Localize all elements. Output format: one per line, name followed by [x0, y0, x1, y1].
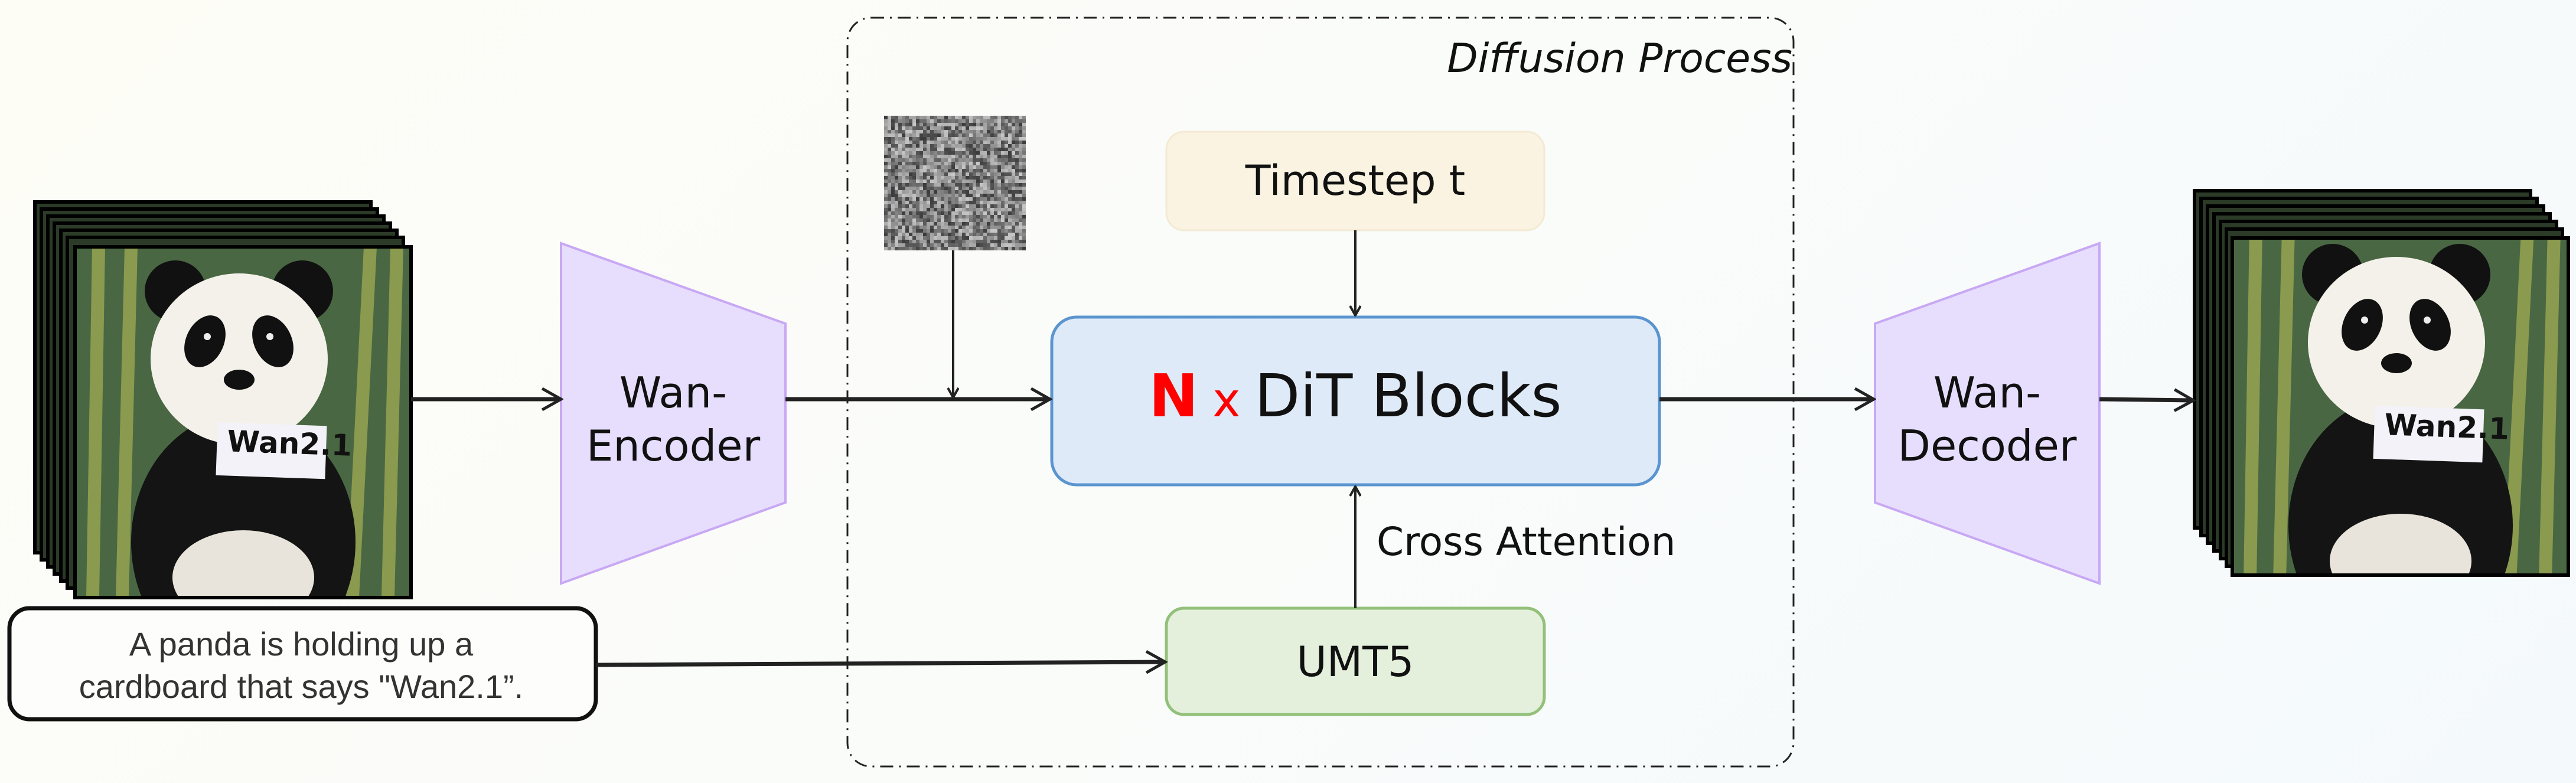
arrow-decoder-to-video — [2099, 399, 2192, 400]
timestep-label: Timestep t — [1245, 156, 1465, 205]
diffusion-process-label: Diffusion Process — [1447, 35, 1792, 82]
encoder-label-line2: Encoder — [586, 421, 761, 471]
wan-encoder-block — [560, 242, 787, 585]
decoder-label-line2: Decoder — [1898, 421, 2077, 471]
umt5-label: UMT5 — [1297, 638, 1414, 686]
diffusion-process-container — [846, 17, 1795, 768]
input-sign-text: Wan2.1 — [227, 424, 353, 462]
dit-times: x — [1212, 373, 1240, 428]
cross-attention-label: Cross Attention — [1377, 519, 1676, 565]
dit-label: DiT Blocks — [1254, 361, 1561, 430]
prompt-line1: A panda is holding up a — [129, 625, 474, 663]
arrow-prompt-to-umt5 — [595, 662, 1164, 665]
prompt-line2: cardboard that says "Wan2.1”. — [79, 668, 523, 705]
output-sign-text: Wan2.1 — [2384, 407, 2510, 446]
noise-image — [884, 116, 1026, 250]
encoder-label-line1: Wan- — [619, 368, 727, 417]
input-video-frames: Wan2.1 — [33, 200, 413, 599]
decoder-label-line1: Wan- — [1933, 368, 2041, 417]
wan-decoder-block — [1874, 242, 2101, 585]
output-video-frames: Wan2.1 — [2193, 189, 2570, 577]
dit-multiplier: N — [1149, 361, 1198, 430]
